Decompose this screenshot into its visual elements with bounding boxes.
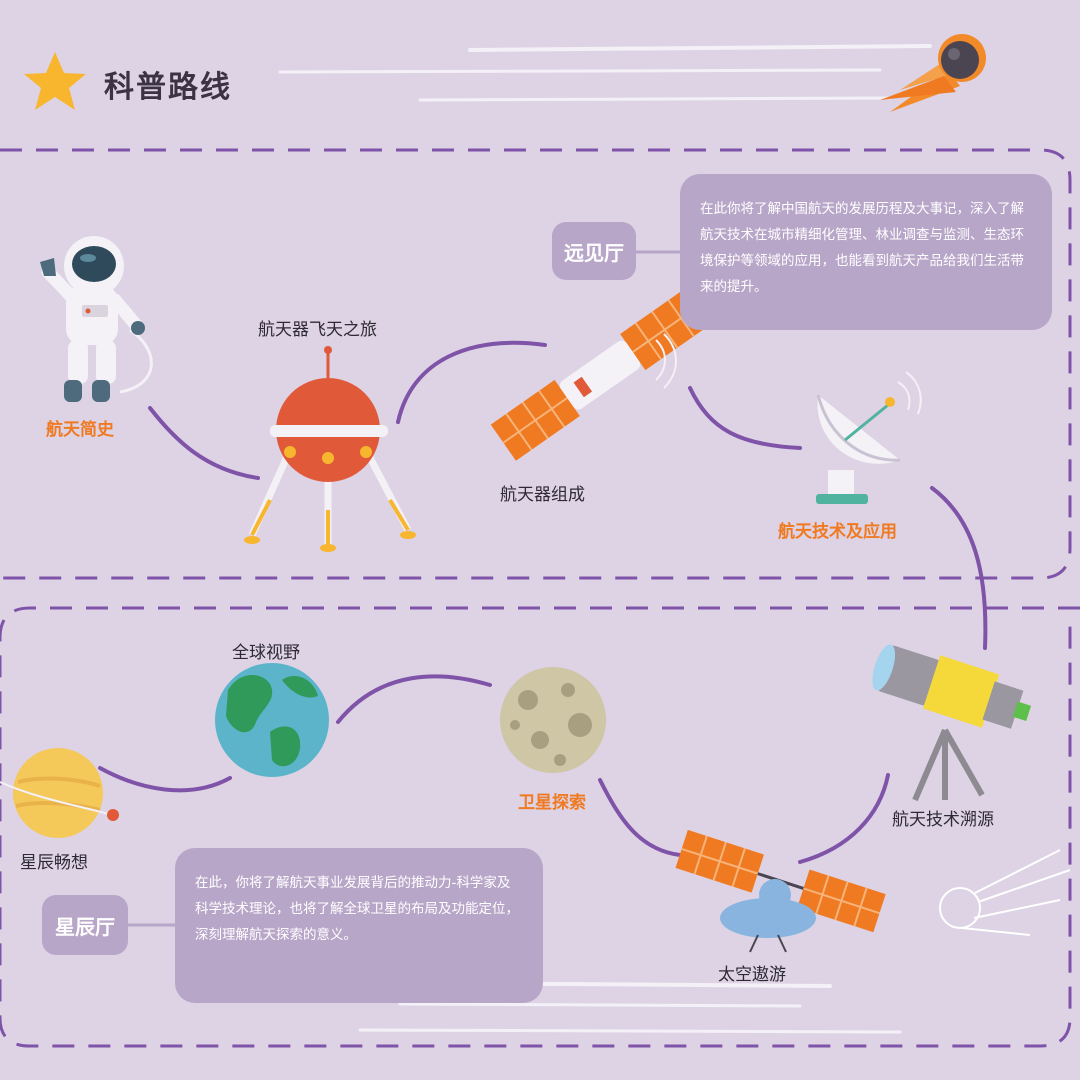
meteor-icon xyxy=(880,34,986,112)
hall-description-xingchen: 在此，你将了解航天事业发展背后的推动力-科学家及科学技术理论，也将了解全球卫星的… xyxy=(175,848,543,1003)
comet-icon xyxy=(939,849,1071,936)
route-path xyxy=(98,340,988,864)
radar-dish-icon xyxy=(816,371,922,504)
stop-label-global-view: 全球视野 xyxy=(232,643,300,663)
speed-streaks-top xyxy=(278,44,932,102)
lower-section-border xyxy=(0,606,1080,1048)
stop-label-satellite-exploration: 卫星探索 xyxy=(518,793,586,813)
hall-description-yuanjian: 在此你将了解中国航天的发展历程及大事记，深入了解航天技术在城市精细化管理、林业调… xyxy=(680,174,1052,330)
space-station-icon xyxy=(675,829,886,953)
lander-icon xyxy=(244,346,416,552)
stop-label-history: 航天简史 xyxy=(46,420,114,440)
astronaut-icon xyxy=(40,236,153,402)
page-title: 科普路线 xyxy=(104,70,232,105)
moon-icon xyxy=(500,667,606,773)
hall-tag-yuanjian: 远见厅 xyxy=(552,222,636,280)
stop-label-tech-origin: 航天技术溯源 xyxy=(892,810,994,830)
satellite-icon xyxy=(490,289,710,461)
upper-section-border xyxy=(0,148,1072,580)
telescope-icon xyxy=(872,644,1032,802)
stop-label-star-vision: 星辰畅想 xyxy=(20,853,88,873)
earth-icon xyxy=(215,663,329,777)
stop-label-space-tour: 太空遨游 xyxy=(718,965,786,985)
planet-icon xyxy=(0,748,119,838)
stop-label-flight-journey: 航天器飞天之旅 xyxy=(258,320,377,340)
stop-label-spacecraft-composition: 航天器组成 xyxy=(500,485,585,505)
hall-tag-xingchen: 星辰厅 xyxy=(42,895,128,955)
star-icon xyxy=(24,52,86,110)
stop-label-tech-application: 航天技术及应用 xyxy=(778,522,897,542)
